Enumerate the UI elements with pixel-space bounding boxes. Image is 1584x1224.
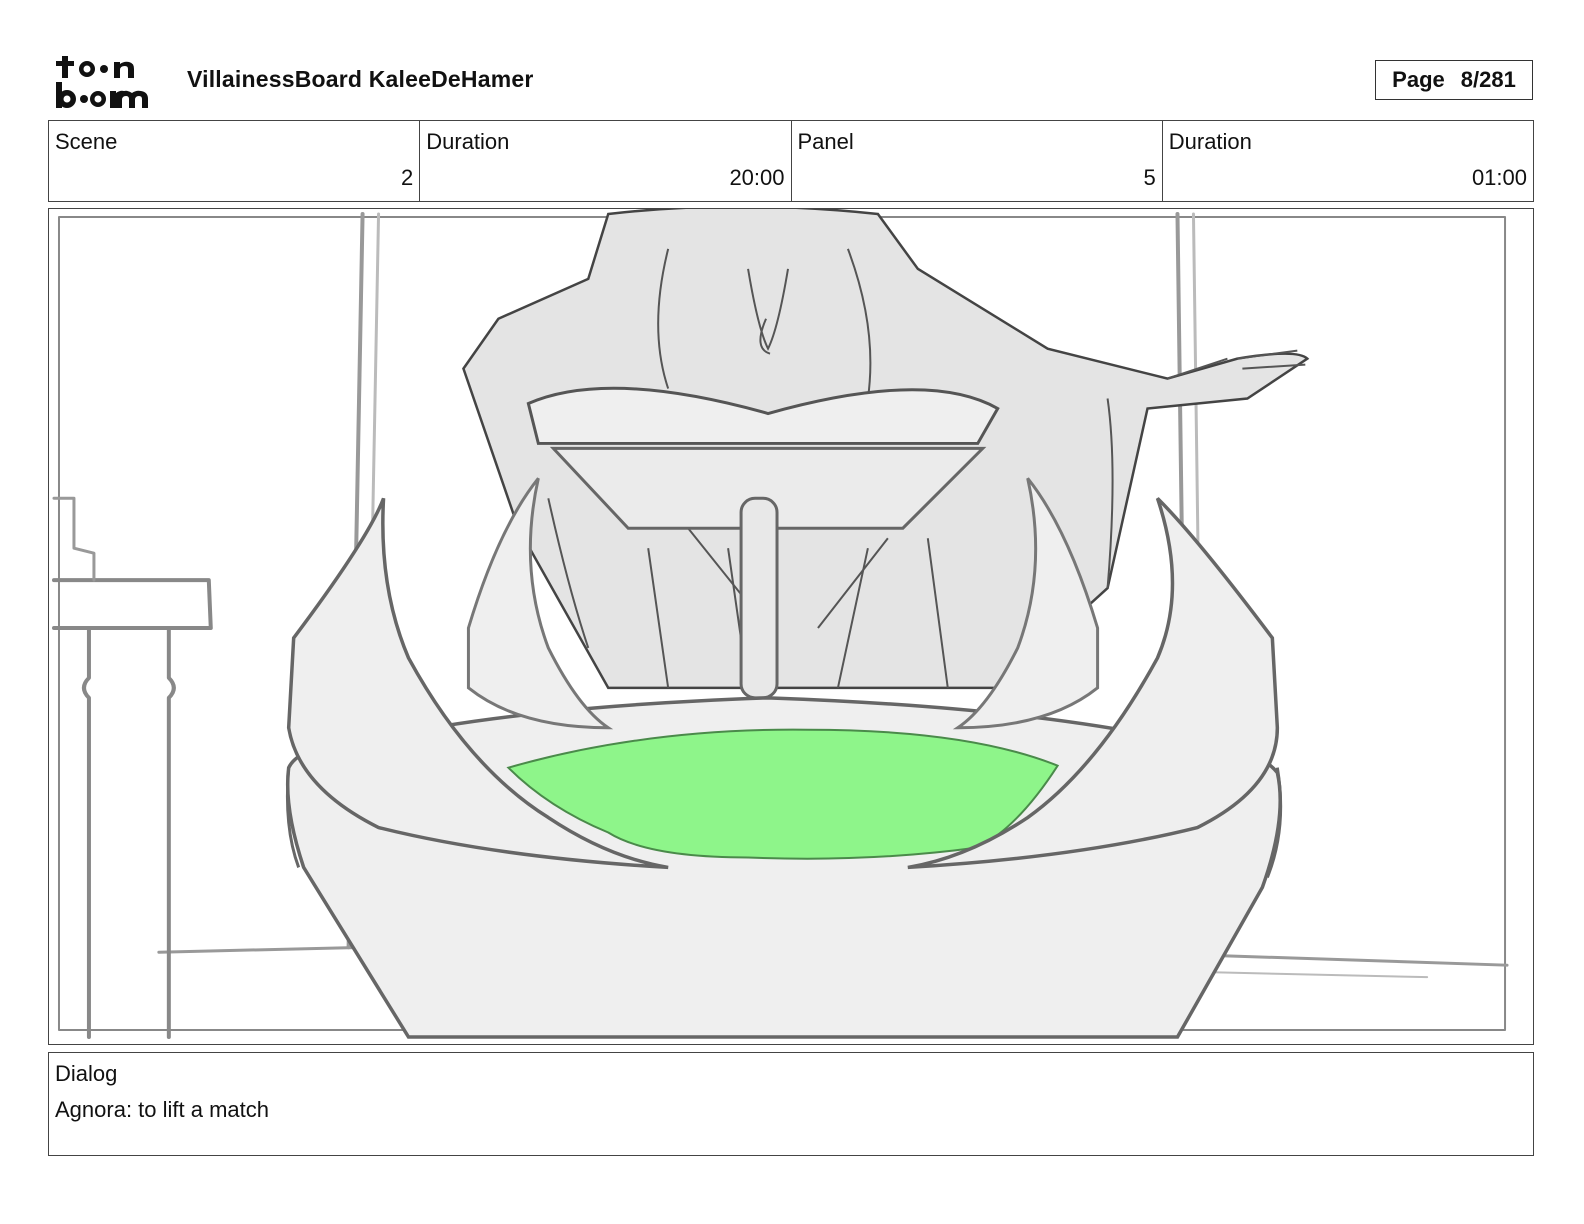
panel-duration-label: Duration	[1168, 129, 1252, 154]
panel-duration-value: 01:00	[1471, 165, 1527, 190]
panel-value: 5	[1143, 165, 1156, 190]
dialog-label: Dialog	[55, 1061, 118, 1086]
scene-value: 2	[401, 165, 414, 190]
cauldron-spike-back-left	[466, 477, 614, 730]
panel-label: Panel	[797, 129, 854, 154]
toonboom-logo	[56, 56, 148, 108]
panel-cell: Panel 5	[792, 121, 1163, 201]
scene-label: Scene	[55, 129, 118, 154]
scene-duration-label: Duration	[426, 129, 510, 154]
sketch-drawing	[51, 209, 1509, 1040]
scene-duration-value: 20:00	[729, 165, 785, 190]
lectern-top	[549, 446, 987, 530]
panel-duration-cell: Duration 01:00	[1163, 121, 1533, 201]
open-book	[526, 386, 1000, 445]
panel-info-row: Scene 2 Duration 20:00 Panel 5 Duration …	[48, 120, 1534, 202]
page-value: 8/281	[1460, 67, 1516, 92]
cauldron-spike-right	[907, 497, 1280, 870]
dialog-box: Dialog Agnora: to lift a match	[48, 1052, 1534, 1156]
cauldron-spike-back-right	[952, 477, 1100, 730]
scene-duration-cell: Duration 20:00	[420, 121, 792, 201]
cauldron-spike-left	[286, 497, 669, 870]
project-title: VillainessBoard KaleeDeHamer	[187, 66, 534, 92]
page-counter: Page 8/281	[1375, 60, 1533, 100]
scene-cell: Scene 2	[49, 121, 421, 201]
page-label: Page	[1392, 67, 1445, 92]
lectern-post	[739, 496, 779, 700]
dialog-text: Agnora: to lift a match	[55, 1097, 269, 1122]
storyboard-panel-image	[48, 208, 1534, 1045]
